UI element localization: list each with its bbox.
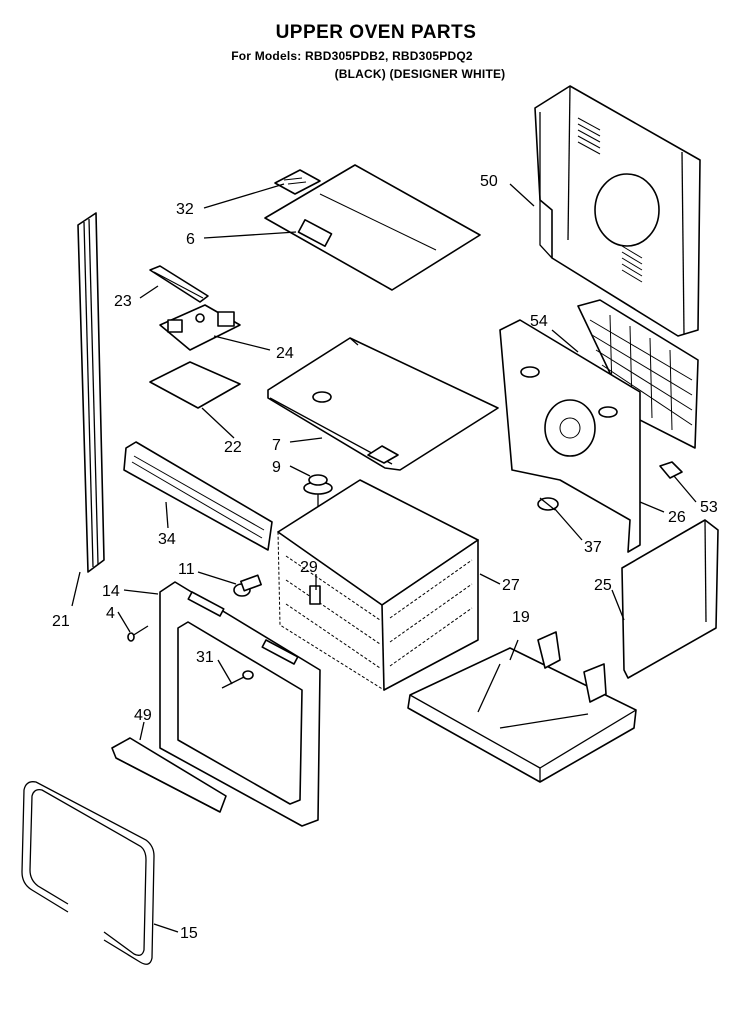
callout-22: 22 — [224, 439, 242, 456]
part-49-lower-trim — [111, 737, 227, 813]
part-19-bottom-panel — [407, 631, 637, 783]
part-14-door-frame — [159, 581, 321, 827]
part-37-sensor — [537, 497, 559, 511]
callout-32: 32 — [176, 201, 194, 218]
color-variants: (BLACK) (DESIGNER WHITE) — [334, 67, 506, 81]
part-15-door-gasket — [21, 781, 155, 965]
callout-15: 15 — [180, 925, 198, 942]
callout-27: 27 — [502, 577, 520, 594]
callout-9: 9 — [272, 459, 281, 476]
callout-7: 7 — [272, 437, 281, 454]
callout-31: 31 — [196, 649, 214, 666]
callout-29: 29 — [300, 559, 318, 576]
callout-labels: 32 6 50 23 24 54 22 7 9 53 26 34 37 11 2… — [52, 173, 718, 942]
callout-24: 24 — [276, 345, 294, 362]
part-9-grommet — [303, 474, 333, 510]
part-7-cooling-panel — [267, 337, 499, 471]
part-32-label — [274, 169, 321, 195]
callout-34: 34 — [158, 531, 176, 548]
model-numbers: For Models: RBD305PDB2, RBD305PDQ2 — [231, 49, 473, 63]
page-title: UPPER OVEN PARTS — [275, 22, 477, 43]
part-23-bracket — [149, 265, 209, 303]
callout-19: 19 — [512, 609, 530, 626]
callout-23: 23 — [114, 293, 132, 310]
callout-50: 50 — [480, 173, 498, 190]
part-31-latch — [221, 670, 254, 689]
part-22-shield — [149, 361, 241, 409]
part-26-rear-liner — [499, 319, 641, 553]
part-6-top-panel — [264, 164, 481, 291]
callout-14: 14 — [102, 583, 120, 600]
part-11-light-assembly — [233, 574, 262, 597]
part-4-screw — [127, 625, 149, 642]
callout-26: 26 — [668, 509, 686, 526]
part-27-oven-cavity — [277, 479, 479, 691]
callout-21: 21 — [52, 613, 70, 630]
part-25-side-panel — [621, 519, 719, 679]
leader-lines — [71, 183, 697, 933]
part-53-connector — [659, 461, 683, 479]
callout-4: 4 — [106, 605, 115, 622]
callout-25: 25 — [594, 577, 612, 594]
callout-53: 53 — [700, 499, 718, 516]
part-50-rear-panel — [534, 85, 701, 337]
callout-37: 37 — [584, 539, 602, 556]
part-29-light-socket — [309, 585, 321, 605]
part-21-side-trim — [77, 212, 105, 573]
callout-49: 49 — [134, 707, 152, 724]
callout-6: 6 — [186, 231, 195, 248]
part-34-vent-grille — [123, 441, 273, 551]
part-24-switch-assembly — [159, 304, 241, 351]
callout-11: 11 — [178, 561, 195, 578]
callout-54: 54 — [530, 313, 548, 330]
